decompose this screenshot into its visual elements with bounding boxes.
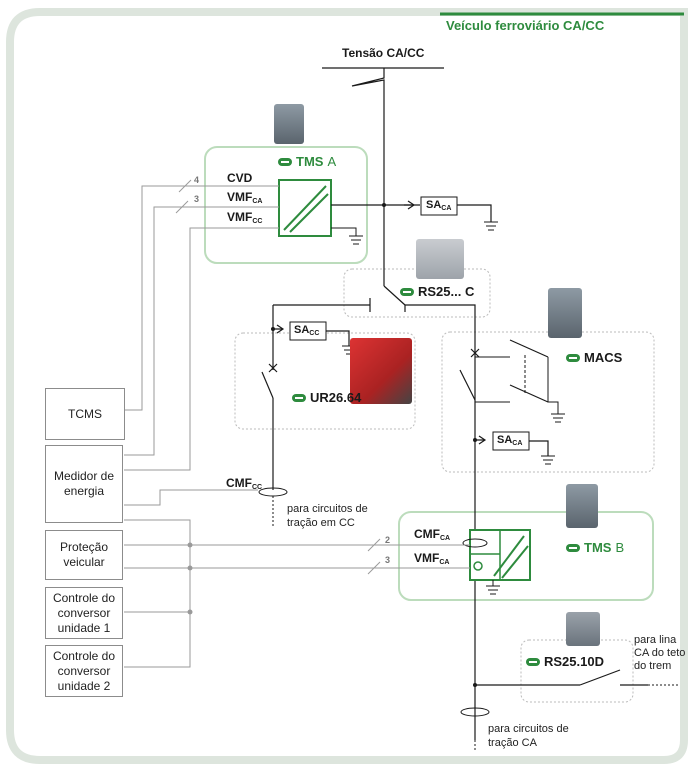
conv2-box: Controle do conversor unidade 2 [45,645,123,697]
roof-line-note: para lina CA do teto do trem [634,634,686,672]
supply-label: Tensão CA/CC [342,46,425,60]
tcms-box: TCMS [45,388,125,440]
sa-cc-label: SACC [294,324,320,337]
rs25c-label: RS25... C [400,284,474,299]
pantograph [351,68,385,286]
rs2510d-photo [566,612,600,646]
vmf-a-wire-count: 3 [194,194,200,204]
tms-a-photo [274,104,304,144]
cvd-label: CVD [227,171,253,185]
vmf-b-wire-count: 3 [385,555,391,565]
leaf-logo-icon [526,657,540,666]
leaf-logo-icon [278,157,292,166]
cmf-cc-label: CMFCC [226,476,263,491]
rs2510d-label: RS25.10D [526,654,604,669]
rs25c-photo [416,239,464,279]
protecao-box: Proteção veicular [45,530,123,580]
ca-traction-note: para circuitos de tração CA [488,723,569,749]
cvd-wire-count: 4 [194,175,200,185]
medidor-box: Medidor de energia [45,445,123,523]
outer-frame [6,8,688,764]
signal-wires [124,185,470,668]
leaf-logo-icon [292,393,306,402]
ur2664-label: UR26.64 [292,390,361,405]
leaf-logo-icon [566,353,580,362]
vmf-ca-label: VMFCA [227,190,263,205]
ca-bus [405,304,476,740]
cc-traction-note: para circuitos de tração em CC [287,503,368,529]
macs-label: MACS [566,350,622,365]
cmf-b-wire-count: 2 [385,535,391,545]
conv1-box: Controle do conversor unidade 1 [45,587,123,639]
leaf-logo-icon [566,543,580,552]
ur2664-photo [350,338,412,404]
tms-b-photo [566,484,598,528]
macs-photo [548,288,582,338]
sa-ca-a-label: SACA [426,199,452,212]
vmf-ca-b-label: VMFCA [414,551,450,566]
vmf-cc-label: VMFCC [227,210,263,225]
tms-b-frame [398,511,654,601]
leaf-logo-icon [400,287,414,296]
cmf-ca-label: CMFCA [414,527,451,542]
sa-ca-macs-label: SACA [497,434,523,447]
diagram-title: Veículo ferroviário CA/CC [446,18,605,33]
